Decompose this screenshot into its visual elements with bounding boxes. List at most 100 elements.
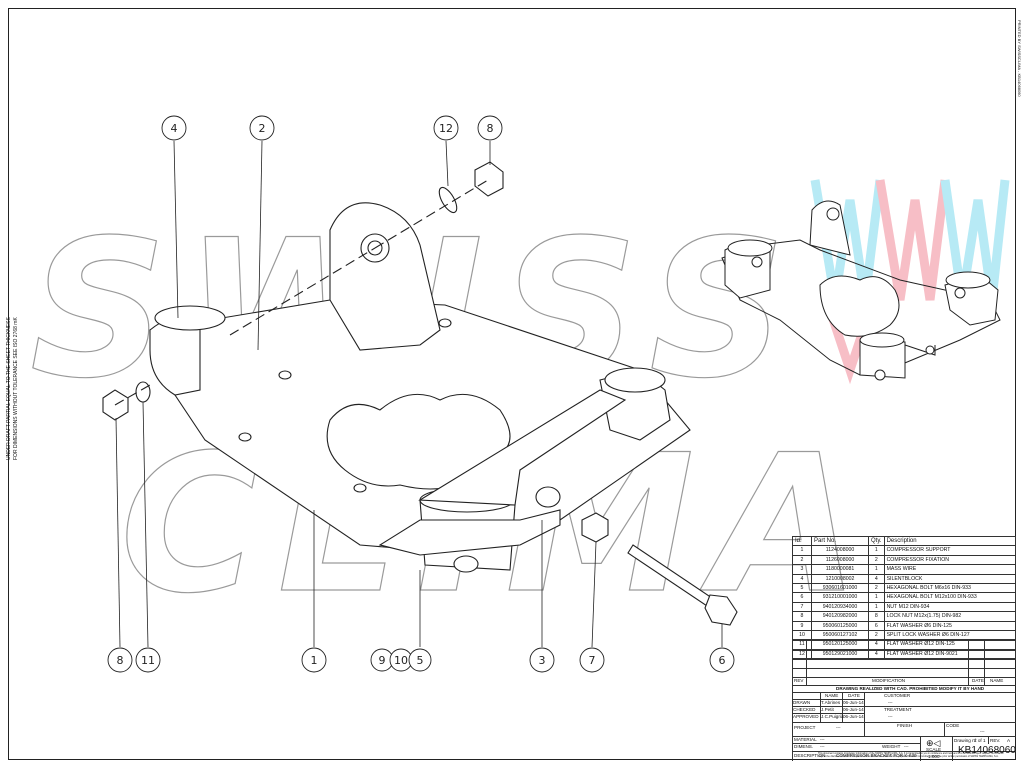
silentblock-right (599, 367, 671, 441)
date-label-sign: DATE (848, 693, 860, 698)
balloon-11: 11 (135, 647, 161, 673)
svg-text:7: 7 (589, 654, 596, 667)
rev-value: A (1007, 738, 1011, 743)
treatment-label: TREATMENT (884, 707, 912, 712)
row-description: COMPRESSOR FIXATION (883, 554, 1017, 566)
col-id: Id. (792, 535, 812, 547)
balloons: 4 2 12 8 8 11 1 9 10 5 3 7 6 (107, 115, 735, 673)
approved-label: APPROVED (793, 714, 819, 719)
row-description: SPLIT LOCK WASHER Ø6 DIN-127 (883, 630, 1017, 641)
row-part-no: 1210008002 (811, 573, 869, 585)
row-qty: 2 (868, 630, 885, 641)
row-description: FLAT WASHER Ø12 DIN-9021 (883, 648, 1017, 660)
approved-date: 06-Jun-14 (843, 714, 864, 719)
col-part-no: Part No. (811, 535, 869, 547)
hardware-item-12 (438, 186, 458, 214)
row-qty: 2 (868, 554, 885, 566)
hardware-item-8-top (474, 161, 504, 197)
row-qty: 8 (868, 611, 885, 622)
drawn-name: T.Abrines (821, 700, 841, 705)
title-block: REV MODIFICATION DATE NAME DRAWING REALI… (792, 640, 1016, 761)
dimens-label: DIMENS. (794, 744, 814, 749)
svg-text:5: 5 (417, 654, 424, 667)
row-description: NUT M12 DIN-934 (883, 601, 1017, 613)
svg-text:6: 6 (719, 654, 726, 667)
col-description: Description (883, 535, 1017, 547)
row-part-no: 1124008000 (811, 545, 869, 556)
approved-name: J.C.Puigrià (821, 714, 844, 719)
row-id: 10 (792, 630, 812, 641)
project-value: --- (836, 725, 841, 730)
svg-text:11: 11 (141, 654, 155, 667)
silentblock-left (149, 305, 226, 396)
drawing-frame (8, 8, 1016, 760)
row-qty: 4 (868, 573, 885, 585)
leader-lines (115, 140, 723, 648)
row-qty: 1 (868, 564, 885, 575)
svg-text:9: 9 (379, 654, 386, 667)
fixation-rail (418, 389, 627, 506)
row-id: 4 (792, 573, 812, 585)
description-value: COMPRESSOR BRACKET FOR K-630 (836, 753, 917, 758)
weight-value: --- (904, 744, 909, 749)
customer-label: CUSTOMER (884, 693, 911, 698)
drawn-date: 06-Jun-14 (843, 700, 864, 705)
row-description: HEXAGONAL BOLT M6x16 DIN-933 (883, 583, 1017, 594)
balloon-5: 5 (408, 648, 432, 672)
material-label: MATERIAL (794, 737, 817, 742)
svg-text:8: 8 (487, 122, 494, 135)
checked-date: 06-Jun-14 (843, 707, 864, 712)
row-qty: 2 (868, 583, 885, 594)
sheet-value: 1 of 1 (974, 738, 986, 743)
balloon-8-bottom: 8 (107, 647, 133, 673)
balloon-2: 2 (249, 115, 275, 141)
row-id: 1 (792, 545, 812, 556)
projection-symbol-icon: ⊕◁ (926, 738, 941, 748)
isometric-preview (721, 179, 1010, 385)
balloon-10: 10 (389, 648, 413, 672)
checked-name: J.Petit (821, 707, 834, 712)
dimens-value: --- (820, 744, 825, 749)
code-value: --- (980, 729, 985, 734)
legal-notice: This document contains proprietary infor… (818, 752, 1004, 758)
row-part-no: 930601601000 (811, 583, 869, 594)
row-qty: 1 (868, 592, 885, 603)
row-id: 7 (792, 601, 812, 613)
row-qty: 1 (868, 545, 885, 556)
drawing-number: KB14068060 (958, 745, 1016, 756)
svg-text:1: 1 (311, 654, 318, 667)
rev-label: REV (794, 678, 804, 683)
code-label: CODE (946, 723, 960, 728)
svg-text:3: 3 (539, 654, 546, 667)
row-id: 3 (792, 564, 812, 575)
row-part-no: 931210001000 (811, 592, 869, 603)
svg-text:4: 4 (171, 122, 178, 135)
row-description: LOCK NUT M12x(1.75) DIN-982 (883, 611, 1017, 622)
hardware-item-7 (581, 512, 609, 543)
row-description: SILENTBLOCK (883, 573, 1017, 585)
row-part-no: 1180000081 (811, 564, 869, 575)
svg-text:8: 8 (117, 654, 124, 667)
svg-text:12: 12 (439, 122, 453, 135)
row-part-no: 950060125000 (811, 620, 869, 632)
material-value: --- (820, 737, 825, 742)
hardware-item-6-bolt (627, 544, 738, 626)
row-description: COMPRESSOR SUPPORT (883, 545, 1017, 556)
svg-text:2: 2 (259, 122, 266, 135)
row-part-no: 950060127102 (811, 630, 869, 641)
row-id: 2 (792, 554, 812, 566)
row-part-no: 940120934000 (811, 601, 869, 613)
scale-label: SCALE (926, 747, 942, 752)
weight-label: WEIGHT (882, 744, 901, 749)
finish-label: FINISH (897, 723, 913, 728)
